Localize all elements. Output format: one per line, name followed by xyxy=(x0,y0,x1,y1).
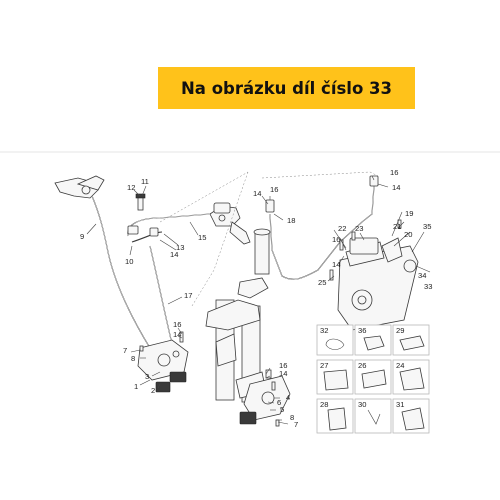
brake-pipe-15 xyxy=(127,213,211,243)
callout-33: 33 xyxy=(424,282,432,291)
banner-text: Na obrázku díl číslo 33 xyxy=(181,78,392,98)
left-brake-lever xyxy=(54,175,105,199)
callout-14c: 14 xyxy=(279,369,287,378)
rear-small-bolts xyxy=(329,219,402,281)
callout-23: 23 xyxy=(355,224,363,233)
brake-hose-9 xyxy=(91,195,151,349)
callout-11: 11 xyxy=(141,177,149,186)
callout-22: 22 xyxy=(338,224,346,233)
callout-labels: 9 11 12 10 13 14 15 17 16 14 7 8 3 1 2 1… xyxy=(80,168,432,429)
callout-14a: 14 xyxy=(170,250,178,259)
rear-caliper-assembly xyxy=(337,237,419,331)
inset-label-26: 26 xyxy=(358,361,366,370)
accessory-insets: 32 36 29 27 26 24 28 30 31 xyxy=(316,324,430,434)
inset-label-31: 31 xyxy=(396,400,404,409)
left-brake-caliper xyxy=(137,339,189,393)
callout-16d: 16 xyxy=(390,168,398,177)
callout-15: 15 xyxy=(198,233,206,242)
callout-4: 4 xyxy=(286,393,290,402)
brake-hose-17 xyxy=(149,245,175,353)
fitting-11-12 xyxy=(135,193,146,211)
callout-14e: 14 xyxy=(392,183,400,192)
callout-12: 12 xyxy=(127,183,135,192)
inset-label-24: 24 xyxy=(396,361,404,370)
callout-14b: 14 xyxy=(173,330,181,339)
callout-10: 10 xyxy=(125,257,133,266)
dashed-guide-3 xyxy=(261,171,379,179)
callout-20: 20 xyxy=(404,230,412,239)
callout-16c: 16 xyxy=(270,185,278,194)
inset-label-36: 36 xyxy=(358,326,366,335)
callout-35: 35 xyxy=(423,222,431,231)
part-number-banner: Na obrázku díl číslo 33 xyxy=(158,67,415,109)
inset-label-28: 28 xyxy=(320,400,328,409)
callout-18: 18 xyxy=(287,216,295,225)
callout-2: 2 xyxy=(151,386,155,395)
callout-8b: 8 xyxy=(290,413,294,422)
callout-8a: 8 xyxy=(131,354,135,363)
inset-label-27: 27 xyxy=(320,361,328,370)
callout-19: 19 xyxy=(405,209,413,218)
dashed-guide-1 xyxy=(159,171,249,223)
right-brake-caliper xyxy=(239,369,291,425)
callout-6: 6 xyxy=(277,398,281,407)
callout-25: 25 xyxy=(318,278,326,287)
callout-7b: 7 xyxy=(294,420,298,429)
front-fork xyxy=(205,228,271,403)
callout-9: 9 xyxy=(80,232,84,241)
right-master-cylinder xyxy=(209,202,251,245)
inset-label-30: 30 xyxy=(358,400,366,409)
callout-7a: 7 xyxy=(123,346,127,355)
callout-16b: 16 xyxy=(279,361,287,370)
rear-brake-pipe-18 xyxy=(265,175,379,280)
callout-5: 5 xyxy=(280,405,284,414)
inset-label-29: 29 xyxy=(396,326,404,335)
callout-3: 3 xyxy=(145,372,149,381)
callout-16a: 16 xyxy=(173,320,181,329)
callout-1: 1 xyxy=(134,382,138,391)
leader-lines xyxy=(86,175,431,425)
callout-13: 13 xyxy=(176,243,184,252)
callout-14f: 14 xyxy=(332,260,340,269)
callout-14d: 14 xyxy=(253,189,261,198)
front-small-bolts xyxy=(139,331,280,427)
callout-34: 34 xyxy=(418,271,426,280)
callout-21: 21 xyxy=(393,222,401,231)
inset-label-32: 32 xyxy=(320,326,328,335)
callout-16e: 16 xyxy=(332,235,340,244)
callout-17: 17 xyxy=(184,291,192,300)
